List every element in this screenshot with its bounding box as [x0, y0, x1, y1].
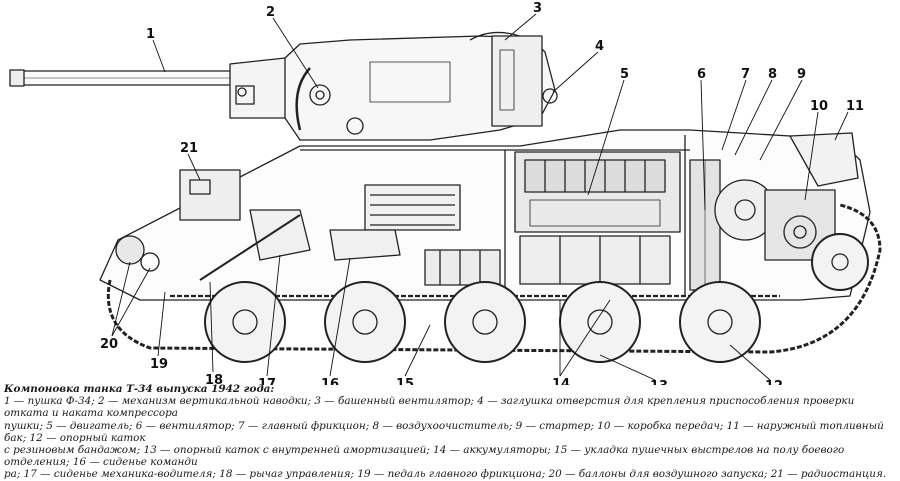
callout-6: 6 [697, 67, 706, 82]
callout-12: 12 [765, 379, 783, 385]
callout-13: 13 [650, 379, 668, 385]
figure-caption: Компоновка танка Т-34 выпуска 1942 года:… [4, 383, 896, 481]
callout-20: 20 [100, 337, 118, 352]
batteries [519, 235, 671, 285]
caption-line-3: с резиновым бандажом; 13 — опорный каток… [4, 444, 845, 469]
callout-21: 21 [180, 141, 198, 156]
driver-compartment [115, 169, 401, 281]
tank-cutaway-drawing: 1 2 3 4 5 6 7 8 9 10 11 12 13 14 15 16 1… [9, 1, 882, 385]
callout-5: 5 [620, 67, 629, 82]
callout-10: 10 [810, 99, 828, 114]
callout-3: 3 [533, 1, 542, 16]
callout-9: 9 [797, 67, 806, 82]
callout-17: 17 [258, 377, 276, 385]
callout-18: 18 [205, 373, 223, 385]
caption-line-4: ра; 17 — сиденье механика-водителя; 18 —… [4, 468, 887, 481]
callout-1: 1 [146, 27, 155, 42]
callout-8: 8 [768, 67, 777, 82]
callout-7: 7 [741, 67, 750, 82]
leader-lines [111, 13, 849, 381]
callout-14: 14 [552, 377, 570, 385]
caption-title: Компоновка танка Т-34 выпуска 1942 года: [4, 383, 275, 395]
callout-4: 4 [595, 39, 604, 54]
road-wheels [204, 233, 869, 363]
turret [284, 31, 558, 141]
callout-19: 19 [150, 357, 168, 372]
callout-16: 16 [321, 377, 339, 385]
caption-line-1: 1 — пушка Ф-34; 2 — механизм вертикально… [4, 395, 855, 420]
callout-15: 15 [396, 377, 414, 385]
callout-2: 2 [266, 5, 275, 20]
transmission [689, 159, 836, 291]
callout-numbers: 1 2 3 4 5 6 7 8 9 10 11 12 13 14 15 16 1… [100, 1, 864, 385]
caption-line-2: пушки; 5 — двигатель; 6 — вентилятор; 7 … [4, 419, 884, 444]
callout-11: 11 [846, 99, 864, 114]
external-fuel-tank [789, 132, 859, 187]
gun-barrel [9, 69, 235, 87]
ammunition-stowage [364, 184, 501, 286]
